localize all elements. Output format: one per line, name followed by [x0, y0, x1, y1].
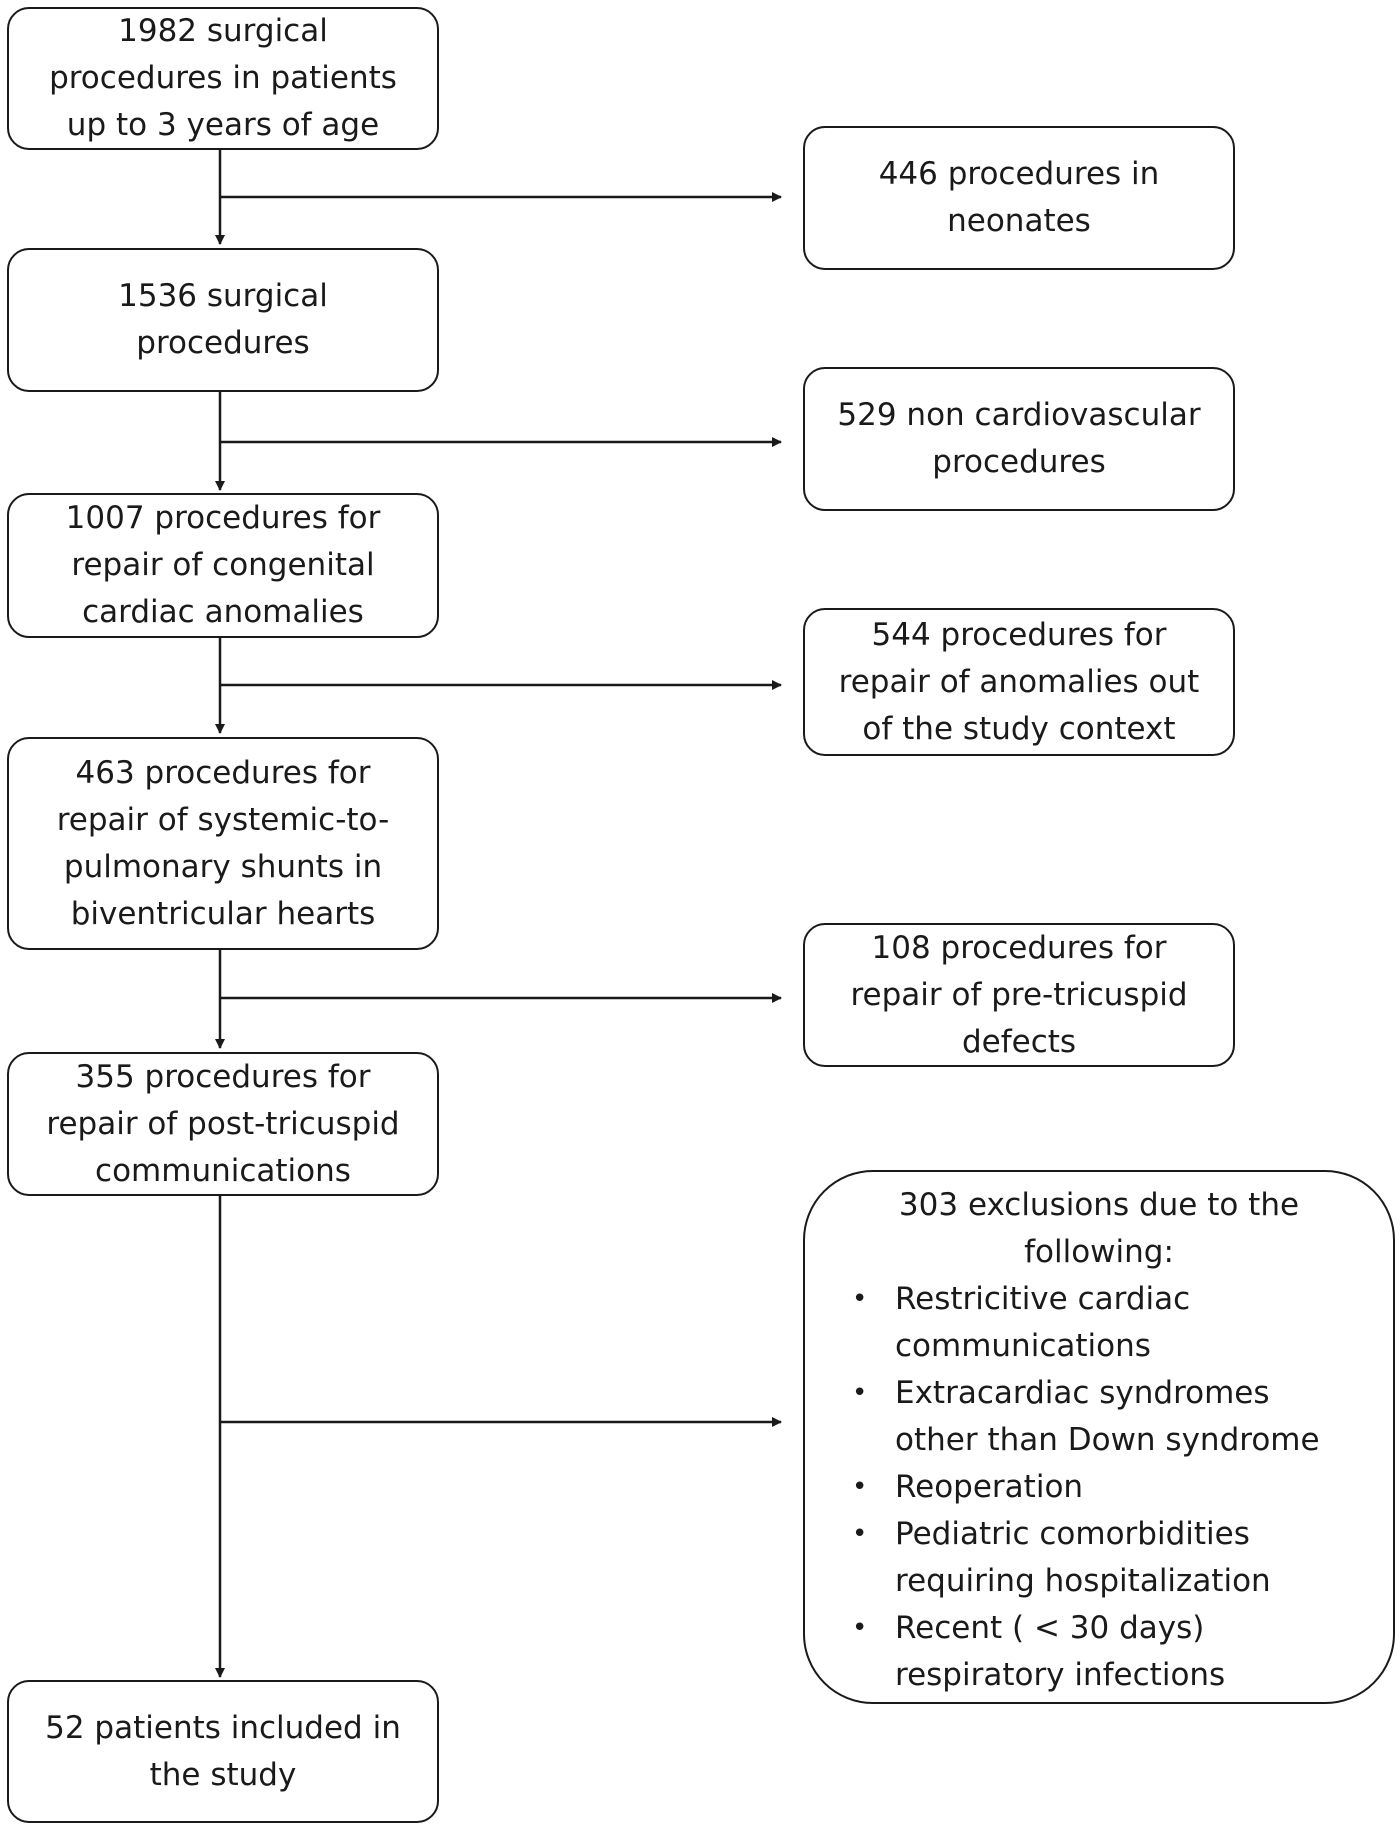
box-line: repair of congenital — [71, 547, 375, 583]
bullet-icon: • — [852, 1519, 868, 1549]
list-item: • Recent ( < 30 days) respiratory infect… — [805, 1605, 1393, 1699]
list-item: • Restricitive cardiac communications — [805, 1276, 1393, 1370]
box-line: biventricular hearts — [70, 895, 376, 932]
box-line: neonates — [947, 203, 1091, 239]
exclusion-title: 303 exclusions due to the following: — [805, 1182, 1393, 1276]
box-line: up to 3 years of age — [66, 107, 380, 143]
list-item: • Reoperation — [805, 1464, 1393, 1511]
box-line: repair of pre-tricuspid — [850, 976, 1188, 1013]
flow-box-1982-procedures: 1982 surgical procedures in patients up … — [7, 7, 439, 150]
box-line: procedures — [136, 325, 310, 361]
box-line: 355 procedures for — [75, 1058, 371, 1095]
flow-box-1007-procedures: 1007 procedures for repair of congenital… — [7, 493, 439, 638]
bullet-icon: • — [852, 1472, 868, 1502]
list-item-line: Pediatric comorbidities — [895, 1516, 1250, 1552]
exclusion-box-out-of-context: 544 procedures for repair of anomalies o… — [803, 608, 1235, 756]
box-line: procedures in patients — [49, 60, 397, 96]
bullet-icon: • — [852, 1378, 868, 1408]
box-line: communications — [95, 1152, 351, 1189]
box-line: 1982 surgical — [118, 13, 328, 49]
exclusion-title-line: following: — [1024, 1234, 1174, 1270]
list-item-line: Reoperation — [895, 1469, 1084, 1505]
box-line: 1007 procedures for — [65, 500, 381, 536]
list-item-line: Extracardiac syndromes — [895, 1375, 1270, 1411]
exclusion-box-pre-tricuspid: 108 procedures for repair of pre-tricusp… — [803, 923, 1235, 1067]
list-item-line: Restricitive cardiac — [895, 1281, 1191, 1317]
box-line: procedures — [932, 444, 1106, 480]
box-line: 544 procedures for — [871, 616, 1167, 653]
flow-box-463-procedures: 463 procedures for repair of systemic-to… — [7, 737, 439, 950]
box-line: the study — [149, 1756, 297, 1793]
exclusion-box-neonates: 446 procedures in neonates — [803, 126, 1235, 270]
box-line: cardiac anomalies — [82, 594, 364, 630]
exclusion-box-303-exclusions: 303 exclusions due to the following: • R… — [803, 1170, 1395, 1704]
box-line: 463 procedures for — [75, 754, 371, 791]
list-item: • Pediatric comorbidities requiring hosp… — [805, 1511, 1393, 1605]
bullet-icon: • — [852, 1284, 868, 1314]
list-item-line: requiring hospitalization — [895, 1563, 1271, 1599]
flow-box-52-patients-included: 52 patients included in the study — [7, 1680, 439, 1823]
exclusion-reasons-list: • Restricitive cardiac communications • … — [805, 1276, 1393, 1699]
list-item: • Extracardiac syndromes other than Down… — [805, 1370, 1393, 1464]
list-item-line: respiratory infections — [895, 1657, 1226, 1693]
box-line: 52 patients included in — [45, 1709, 401, 1746]
list-item-line: Recent ( < 30 days) — [895, 1610, 1205, 1646]
box-line: 446 procedures in — [878, 156, 1160, 192]
box-line: pulmonary shunts in — [63, 848, 383, 885]
box-line: 529 non cardiovascular — [837, 397, 1201, 433]
list-item-line: other than Down syndrome — [895, 1422, 1320, 1458]
box-line: of the study context — [862, 710, 1176, 747]
box-line: 108 procedures for — [871, 929, 1167, 966]
box-line: repair of systemic-to- — [56, 801, 390, 838]
exclusion-title-line: 303 exclusions due to the — [898, 1187, 1300, 1223]
bullet-icon: • — [852, 1613, 868, 1643]
flow-box-355-procedures: 355 procedures for repair of post-tricus… — [7, 1052, 439, 1196]
list-item-line: communications — [895, 1328, 1151, 1364]
exclusion-box-non-cardiovascular: 529 non cardiovascular procedures — [803, 367, 1235, 511]
box-line: 1536 surgical — [118, 278, 328, 314]
box-line: defects — [961, 1023, 1077, 1060]
box-line: repair of post-tricuspid — [46, 1105, 400, 1142]
box-line: repair of anomalies out — [838, 663, 1200, 700]
flow-box-1536-procedures: 1536 surgical procedures — [7, 248, 439, 392]
